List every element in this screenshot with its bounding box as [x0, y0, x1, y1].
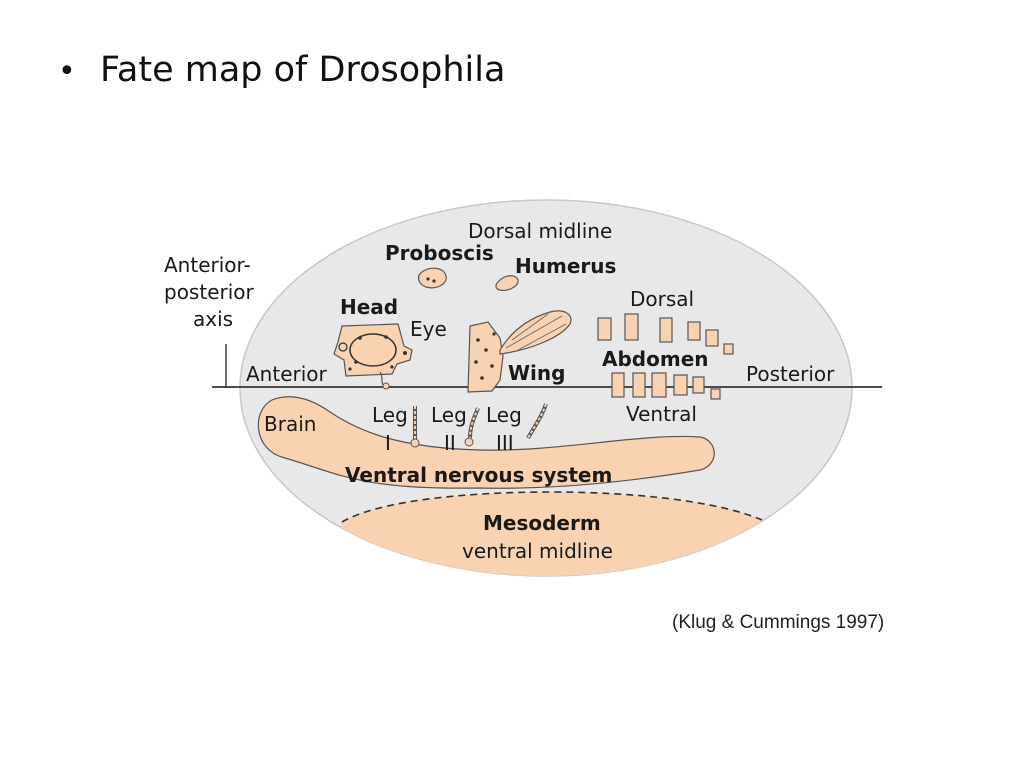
mesoderm-boundary: [341, 491, 763, 523]
citation: (Klug & Cummings 1997): [672, 612, 885, 633]
slide-title: • Fate map of Drosophila: [58, 44, 505, 98]
eye-disc: [349, 333, 397, 367]
axis-label-line-1: Anterior-: [164, 253, 251, 277]
axis-label-line-2: posterior: [164, 280, 255, 304]
head-disc: [333, 323, 413, 390]
eye-label: Eye: [410, 317, 447, 341]
leg-ii-numeral: II: [444, 431, 456, 455]
leg-disc-iii: [526, 403, 548, 439]
brain-label: Brain: [264, 412, 316, 436]
abdomen-label: Abdomen: [602, 347, 709, 371]
leg-i-numeral: I: [385, 431, 391, 455]
abdomen-ventral-segments: [611, 372, 721, 400]
humerus-label: Humerus: [515, 254, 616, 278]
dorsal-label: Dorsal: [630, 287, 694, 311]
head-label: Head: [340, 295, 398, 319]
proboscis-disc: [417, 267, 447, 289]
abdomen-dorsal-segments: [597, 313, 734, 355]
proboscis-label: Proboscis: [385, 241, 494, 265]
posterior-label: Posterior: [746, 362, 835, 386]
ventral-nervous-system-label: Ventral nervous system: [345, 463, 612, 487]
dorsal-midline-label: Dorsal midline: [468, 219, 612, 243]
axis-label-line-3: axis: [193, 307, 233, 331]
leg-ii-label: Leg: [431, 403, 467, 427]
leg-disc-ii: [464, 407, 480, 447]
ventral-midline-label: ventral midline: [462, 539, 613, 563]
bullet-icon: •: [58, 54, 76, 89]
ventral-label: Ventral: [626, 402, 697, 426]
humerus-disc: [495, 275, 519, 291]
leg-disc-i: [410, 406, 420, 448]
slide-title-text: Fate map of Drosophila: [100, 50, 506, 90]
mesoderm-label: Mesoderm: [483, 511, 601, 535]
leg-iii-numeral: III: [496, 431, 514, 455]
ventral-nervous-system-region: [257, 396, 715, 489]
leg-i-label: Leg: [372, 403, 408, 427]
anterior-label: Anterior: [246, 362, 328, 386]
wing-label: Wing: [508, 361, 565, 385]
leg-iii-label: Leg: [486, 403, 522, 427]
wing-disc: [467, 310, 572, 393]
